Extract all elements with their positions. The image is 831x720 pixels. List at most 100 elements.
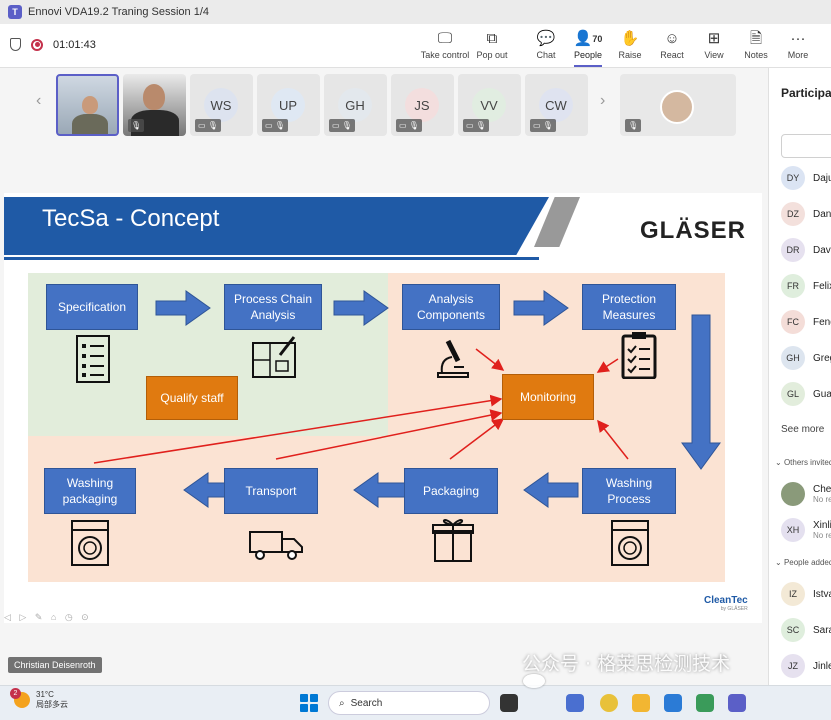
taskbar-app-icon[interactable] [500, 694, 518, 712]
flow-arrow [513, 290, 569, 326]
clipboard-icon [621, 332, 657, 379]
avatar: XH [781, 518, 805, 542]
checklist-icon [76, 335, 110, 383]
box-qualify-staff: Qualify staff [146, 376, 238, 420]
participant-tile[interactable]: CW ▭ 🎙 [525, 74, 588, 136]
avatar: SC [781, 618, 805, 642]
flow-arrow [681, 314, 721, 470]
chat-button[interactable]: 💬 Chat [520, 30, 572, 60]
monitoring-link [93, 394, 503, 464]
participant-row[interactable]: GL Guang [781, 382, 831, 406]
raise-hand-icon: ✋ [620, 30, 640, 47]
avatar: WS [204, 88, 238, 122]
flow-arrow [523, 472, 579, 508]
presenter-name-tag: Christian Deisenroth [8, 657, 102, 673]
invited-row[interactable]: ChenNo response [781, 482, 831, 506]
box-protection-measures: Protection Measures [582, 284, 676, 330]
glaser-logo: GLÄSER [640, 217, 747, 244]
participant-tile[interactable]: WS ▭ 🎙 [190, 74, 253, 136]
people-button[interactable]: 👤70 People [562, 30, 614, 67]
flow-arrow [155, 290, 211, 326]
chat-icon: 💬 [536, 30, 556, 47]
participant-row[interactable]: SC Sarah [781, 618, 831, 642]
participant-tile[interactable]: VV ▭ 🎙 [458, 74, 521, 136]
see-more-link[interactable]: See more [781, 424, 825, 435]
person-body [72, 114, 108, 134]
avatar: JZ [781, 654, 805, 678]
participant-tile[interactable]: JS ▭ 🎙 [391, 74, 454, 136]
notes-icon: 🗎 [749, 30, 763, 47]
participant-row[interactable]: DY Dajun [781, 166, 831, 190]
participant-search-input[interactable] [781, 134, 831, 158]
raise-hand-button[interactable]: ✋ Raise [604, 30, 656, 60]
washing-machine-icon [611, 520, 649, 566]
slide-title-banner [4, 197, 549, 255]
avatar: GH [781, 346, 805, 370]
shared-slide: TecSa - Concept GLÄSER [4, 193, 762, 623]
participant-tile[interactable]: UP ▭ 🎙 [257, 74, 320, 136]
more-button[interactable]: ··· More [772, 30, 824, 60]
participant-row[interactable]: GH Gregor [781, 346, 831, 370]
mic-off-icon: ▭ 🎙 [396, 119, 422, 132]
participant-video-tile[interactable]: 🎙 [123, 74, 186, 136]
more-icon: ··· [790, 30, 806, 47]
participants-panel: Participants DY Dajun DZ Daniel DR David… [768, 68, 831, 685]
box-analysis-components: Analysis Components [402, 284, 500, 330]
window-title-bar: T Ennovi VDA19.2 Traning Session 1/4 [0, 0, 831, 24]
search-icon: ⌕ [339, 697, 345, 709]
chrome-icon[interactable] [600, 694, 618, 712]
view-button[interactable]: ⊞ View [688, 30, 740, 60]
teams-taskbar-icon[interactable] [728, 694, 746, 712]
pop-out-button[interactable]: ⧉ Pop out [466, 30, 518, 60]
diagram-arrows [93, 290, 721, 508]
taskbar-app-icon[interactable] [566, 694, 584, 712]
avatar: DZ [781, 202, 805, 226]
others-invited-section[interactable]: ⌄ Others invited [775, 458, 831, 467]
notes-button[interactable]: 🗎 Notes [730, 30, 782, 60]
start-button[interactable] [300, 694, 318, 712]
participant-row[interactable]: IZ Istvan [781, 582, 831, 606]
mic-off-icon: ▭ 🎙 [463, 119, 489, 132]
box-specification: Specification [46, 284, 138, 330]
avatar: FC [781, 310, 805, 334]
monitoring-link [275, 409, 503, 460]
monitoring-link [596, 358, 619, 373]
teams-logo-icon: T [8, 5, 22, 19]
mic-off-icon: 🎙 [625, 119, 642, 132]
window-title: Ennovi VDA19.2 Traning Session 1/4 [28, 6, 210, 18]
weather-icon: 2 [10, 688, 30, 708]
presentation-controls[interactable]: ◁ ▷ ✎ ⌂ ◷ ⊙ [4, 612, 92, 622]
strip-next-icon[interactable]: › [600, 92, 606, 109]
take-control-button[interactable]: 🖵 Take control [420, 30, 470, 60]
avatar: UP [271, 88, 305, 122]
banner-underline [4, 257, 539, 260]
people-added-section[interactable]: ⌄ People added [775, 558, 831, 567]
weather-widget[interactable]: 2 31°C 局部多云 [10, 688, 68, 710]
shield-icon[interactable] [10, 38, 21, 51]
avatar: DR [781, 238, 805, 262]
participant-row[interactable]: JZ Jinlei [781, 654, 831, 678]
participant-row[interactable]: DZ Daniel [781, 202, 831, 226]
avatar [781, 482, 805, 506]
react-button[interactable]: ☺ React [646, 30, 698, 60]
participant-row[interactable]: FR Felix [781, 274, 831, 298]
person-head [143, 84, 165, 110]
washing-machine-icon [71, 520, 109, 566]
pop-out-icon: ⧉ [486, 30, 498, 47]
strip-prev-icon[interactable]: ‹ [36, 92, 42, 109]
file-explorer-icon[interactable] [632, 694, 650, 712]
participant-row[interactable]: FC Feng [781, 310, 831, 334]
participant-row[interactable]: DR David [781, 238, 831, 262]
view-icon: ⊞ [707, 30, 721, 47]
participant-video-tile[interactable] [56, 74, 119, 136]
avatar: CW [539, 88, 573, 122]
participant-tile[interactable]: GH ▭ 🎙 [324, 74, 387, 136]
mic-off-icon: ▭ 🎙 [195, 119, 221, 132]
self-view-tile[interactable]: 🎙 [620, 74, 736, 136]
truck-icon [249, 531, 303, 560]
taskbar-search[interactable]: ⌕ Search [328, 691, 490, 715]
avatar: FR [781, 274, 805, 298]
taskbar-app-icon[interactable] [696, 694, 714, 712]
taskbar-app-icon[interactable] [664, 694, 682, 712]
